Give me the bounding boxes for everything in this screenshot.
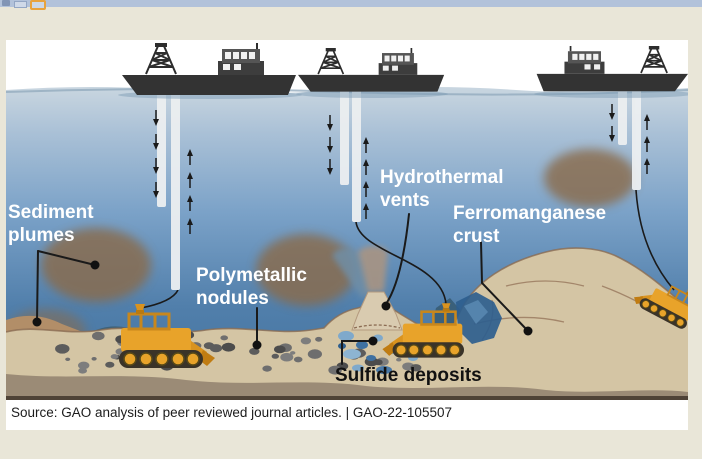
surface-vessels [118,42,688,99]
riser-pipe-icon [352,90,361,222]
label-ferromanganese-crust: Ferromanganese crust [453,203,607,247]
source-area: Source: GAO analysis of peer reviewed jo… [6,400,688,430]
callout-dot-icon [381,301,391,311]
riser-pipe-icon [157,90,166,207]
window-icon-wide[interactable] [14,1,27,8]
umbilical-cable [140,289,179,309]
label-sediment-plumes: Sediment plumes [8,202,94,246]
hydrothermal-vent-icon [332,246,403,331]
callout-dot-icon [252,340,262,350]
callout-dot-icon [90,260,100,270]
riser-pipe-icon [340,90,349,185]
callout-leader-lines [36,213,529,365]
callout-dots [32,260,533,350]
riser-pipe-icon [618,90,627,145]
riser-pipe-icon [632,90,641,190]
sediment-plume-icon [256,234,356,306]
toolbar-strip [0,0,702,10]
callout-dot-icon [32,317,42,327]
sulfide-rock-outcrop [456,292,502,344]
callout-dot-icon [523,326,533,336]
umbilical-cables [140,189,675,309]
sediment-plume-icon [544,149,636,207]
label-sulfide-deposits: Sulfide deposits [335,365,482,386]
callout-dot-icon [368,336,378,346]
substrate-bottom-line [6,396,688,400]
riser-pipes [157,90,641,290]
label-hydrothermal-vents: Hydrothermal vents [380,167,504,211]
figure-canvas: Sediment plumes Polymetallic nodules Hyd… [6,40,688,430]
active-tool-icon[interactable] [30,0,46,10]
window-icon-small[interactable] [2,0,10,6]
substrate-band [6,374,688,400]
riser-pipe-icon [171,90,180,290]
umbilical-cable [355,221,447,305]
umbilical-cable [635,189,675,291]
seabed-mining-diagram [6,40,688,400]
source-line: Source: GAO analysis of peer reviewed jo… [11,405,452,420]
label-polymetallic-nodules: Polymetallic nodules [196,265,307,309]
